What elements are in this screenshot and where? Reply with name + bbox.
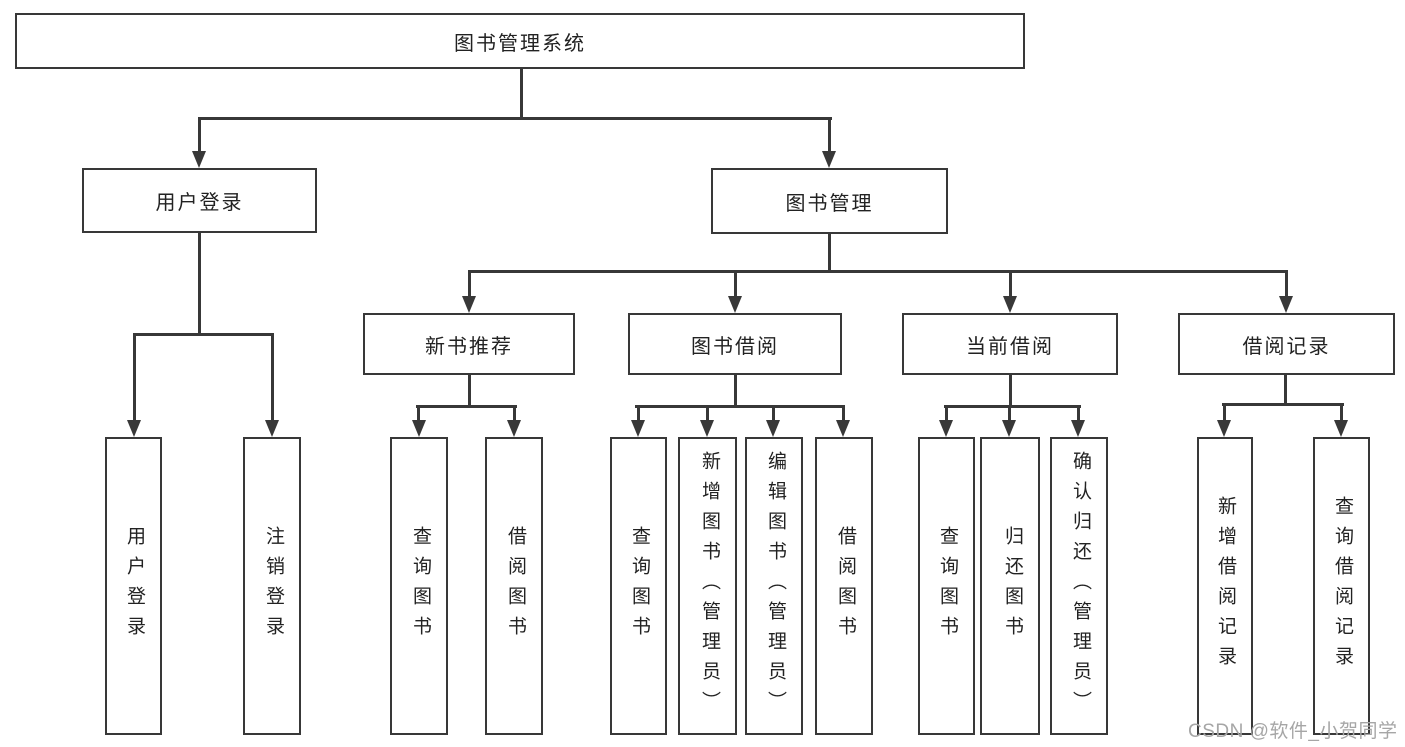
connector-to-cb-return — [1008, 405, 1011, 422]
arrowhead-icon — [192, 151, 206, 168]
arrowhead-icon — [1217, 420, 1231, 437]
connector-to-book-management — [828, 117, 831, 153]
node-label: 用户登录 — [155, 192, 244, 214]
node-label: 查询借阅记录 — [1332, 496, 1353, 676]
connector-new-book-rec-stem — [468, 374, 471, 408]
arrowhead-icon — [265, 420, 279, 437]
arrowhead-icon — [1334, 420, 1348, 437]
node-br-add-record: 新增借阅记录 — [1197, 437, 1253, 735]
connector-to-logout — [271, 333, 274, 421]
connector-to-cb-query — [945, 405, 948, 422]
arrowhead-icon — [412, 420, 426, 437]
node-label: 新书推荐 — [425, 335, 513, 358]
arrowhead-icon — [1002, 420, 1016, 437]
node-label: 确认归还（管理员） — [1070, 451, 1091, 721]
csdn-watermark: CSDN @软件_小贺同学 — [1188, 721, 1398, 742]
node-new-book-recommendation: 新书推荐 — [363, 313, 575, 375]
connector-current-borrow-stem — [1009, 374, 1012, 407]
connector-to-user-login — [198, 117, 201, 153]
node-label: 查询图书 — [629, 526, 650, 646]
node-label: 用户登录 — [124, 526, 145, 646]
node-bb-add-books-admin: 新增图书（管理员） — [678, 437, 737, 735]
connector-borrow-records-stem — [1284, 374, 1287, 406]
node-label: 图书管理 — [785, 192, 874, 215]
connector-book-borrow-stem — [734, 374, 737, 407]
node-bb-edit-books-admin: 编辑图书（管理员） — [745, 437, 803, 735]
node-borrowing-records: 借阅记录 — [1178, 313, 1395, 375]
node-label: 新增图书（管理员） — [699, 451, 720, 721]
node-label: 注销登录 — [263, 526, 284, 646]
connector-to-bb-edit — [772, 405, 775, 422]
node-label: 图书管理系统 — [454, 32, 586, 55]
connector-to-rec-query — [417, 405, 420, 422]
connector-to-br-add — [1223, 403, 1226, 422]
node-rec-query-books: 查询图书 — [390, 437, 448, 735]
arrowhead-icon — [766, 420, 780, 437]
connector-book-borrow-hline — [635, 405, 845, 408]
connector-borrow-records-hline — [1222, 403, 1344, 406]
node-label: 归还图书 — [1002, 526, 1023, 646]
connector-to-bb-add — [706, 405, 709, 422]
connector-to-br-query — [1340, 403, 1343, 422]
node-label: 新增借阅记录 — [1215, 496, 1236, 676]
connector-to-new-book-rec — [468, 270, 471, 298]
arrowhead-icon — [127, 420, 141, 437]
connector-to-rec-borrow — [513, 405, 516, 422]
arrowhead-icon — [1279, 296, 1293, 313]
connector-to-login — [133, 333, 136, 421]
arrowhead-icon — [728, 296, 742, 313]
node-label: 借阅记录 — [1242, 335, 1331, 358]
arrowhead-icon — [700, 420, 714, 437]
arrowhead-icon — [1071, 420, 1085, 437]
arrowhead-icon — [939, 420, 953, 437]
connector-new-book-rec-hline — [416, 405, 517, 408]
connector-to-cb-confirm — [1077, 405, 1080, 422]
connector-to-current-borrow — [1009, 270, 1012, 298]
connector-to-book-borrow — [734, 270, 737, 298]
arrowhead-icon — [836, 420, 850, 437]
connector-to-borrow-records — [1285, 270, 1288, 298]
node-bb-query-books: 查询图书 — [610, 437, 667, 735]
connector-root-hline — [198, 117, 832, 120]
node-rec-borrow-books: 借阅图书 — [485, 437, 543, 735]
arrowhead-icon — [507, 420, 521, 437]
connector-to-bb-borrow — [842, 405, 845, 422]
connector-book-mgmt-hline — [468, 270, 1288, 273]
arrowhead-icon — [462, 296, 476, 313]
connector-user-login-stem — [198, 232, 201, 335]
node-label: 借阅图书 — [835, 526, 856, 646]
node-user-login-action: 用户登录 — [105, 437, 162, 735]
connector-root-stem — [520, 68, 523, 118]
node-cb-return-books: 归还图书 — [980, 437, 1040, 735]
connector-current-borrow-hline — [944, 405, 1081, 408]
node-label: 借阅图书 — [505, 526, 526, 646]
node-cb-query-books: 查询图书 — [918, 437, 975, 735]
node-user-login-module: 用户登录 — [82, 168, 317, 233]
node-label: 当前借阅 — [966, 335, 1054, 358]
node-logout-action: 注销登录 — [243, 437, 301, 735]
node-book-borrowing: 图书借阅 — [628, 313, 842, 375]
arrowhead-icon — [631, 420, 645, 437]
node-label: 编辑图书（管理员） — [765, 451, 786, 721]
arrowhead-icon — [1003, 296, 1017, 313]
node-book-management-module: 图书管理 — [711, 168, 948, 234]
node-label: 查询图书 — [937, 526, 958, 646]
connector-user-login-hline — [133, 333, 274, 336]
node-current-borrowing: 当前借阅 — [902, 313, 1118, 375]
node-br-query-record: 查询借阅记录 — [1313, 437, 1370, 735]
node-label: 图书借阅 — [691, 335, 779, 358]
node-library-management-system: 图书管理系统 — [15, 13, 1025, 69]
node-bb-borrow-books: 借阅图书 — [815, 437, 873, 735]
connector-to-bb-query — [637, 405, 640, 422]
connector-book-mgmt-stem — [828, 233, 831, 272]
arrowhead-icon — [822, 151, 836, 168]
node-cb-confirm-return-admin: 确认归还（管理员） — [1050, 437, 1108, 735]
node-label: 查询图书 — [410, 526, 431, 646]
